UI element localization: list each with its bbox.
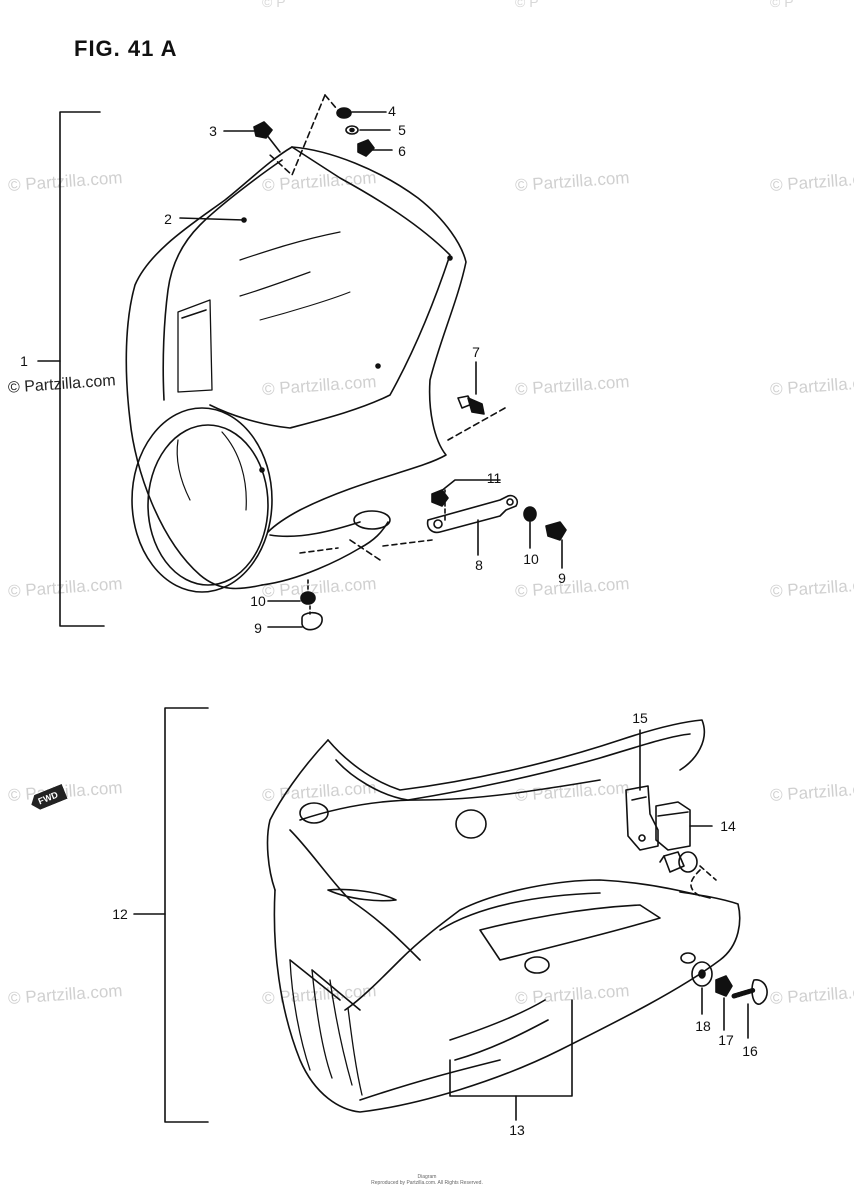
collar-bolt-part [659, 851, 717, 881]
screw-9-right [545, 521, 567, 569]
assembly-bracket-13 [449, 999, 573, 1097]
callout-18[interactable]: 18 [695, 1018, 711, 1034]
washer-5-part [345, 125, 359, 135]
callout-17[interactable]: 17 [718, 1032, 734, 1048]
grommet-10-bottom [267, 579, 316, 605]
footer-line-2: Reproduced by Partzilla.com. All Rights … [371, 1180, 483, 1186]
washer-18-part [691, 961, 713, 1015]
callout-2[interactable]: 2 [164, 211, 172, 227]
callout-3[interactable]: 3 [209, 123, 217, 139]
callout-1[interactable]: 1 [20, 353, 28, 369]
bracket-15-part [625, 729, 659, 851]
callout-9-right[interactable]: 9 [558, 570, 566, 586]
nut-11-part [431, 479, 501, 507]
grommet-10-right [523, 506, 537, 549]
watermark-fragment: © P [262, 0, 286, 10]
bolt-7-part [457, 361, 485, 415]
callout-9-bottom[interactable]: 9 [254, 620, 262, 636]
under-cowl [266, 719, 741, 1113]
nut-17-part [715, 975, 733, 1031]
bracket-14-part [655, 801, 713, 851]
callout-15[interactable]: 15 [632, 710, 648, 726]
bolt-16-part [731, 979, 768, 1039]
callout-16[interactable]: 16 [742, 1043, 758, 1059]
callout-10-bottom[interactable]: 10 [250, 593, 266, 609]
headlight-cowl [125, 94, 506, 593]
watermark-fragment: © P [515, 0, 539, 10]
callout-13[interactable]: 13 [509, 1122, 525, 1138]
callout-5[interactable]: 5 [398, 122, 406, 138]
callout-11[interactable]: 11 [486, 470, 502, 486]
callout-12[interactable]: 12 [112, 906, 128, 922]
callout-14[interactable]: 14 [720, 818, 736, 834]
bracket-8-part [382, 489, 519, 556]
figure-title: FIG. 41 A [74, 36, 178, 61]
watermark-fragment: © P [770, 0, 794, 10]
callout-4[interactable]: 4 [388, 103, 396, 119]
callout-8[interactable]: 8 [475, 557, 483, 573]
callout-7[interactable]: 7 [472, 344, 480, 360]
nut-6-part [357, 139, 375, 157]
screw-9-bottom [267, 605, 323, 631]
assembly-bracket-1 [59, 111, 105, 627]
grommet-4-part [336, 107, 352, 119]
callout-6[interactable]: 6 [398, 143, 406, 159]
footer-line-1: Diagram [417, 1174, 437, 1180]
assembly-bracket-12 [164, 707, 209, 1123]
callout-10-right[interactable]: 10 [523, 551, 539, 567]
screw-3-part [253, 121, 281, 153]
